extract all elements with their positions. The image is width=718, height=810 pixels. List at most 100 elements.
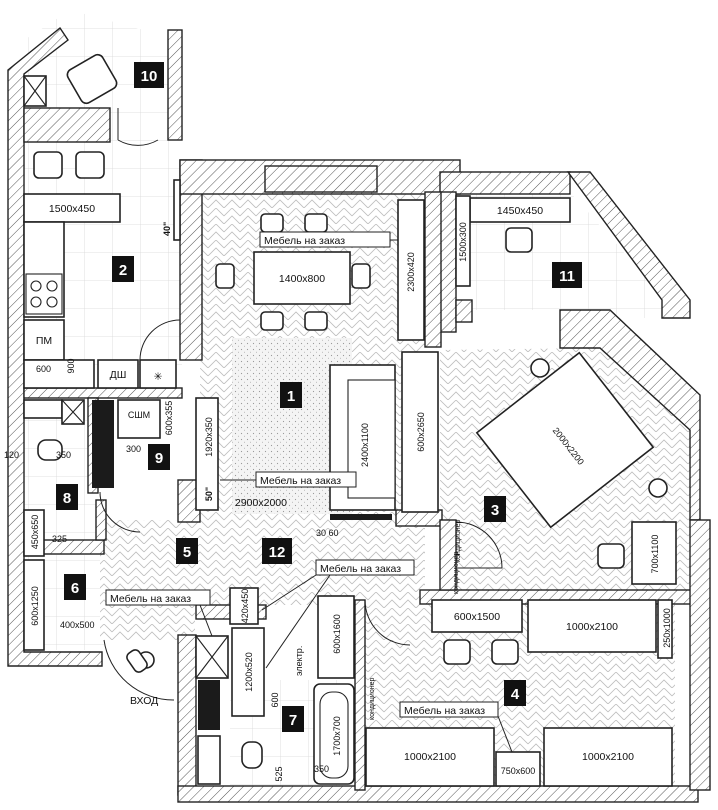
- room-number-11-box: [552, 262, 582, 288]
- callout-text-4: Мебель на заказ: [110, 593, 191, 605]
- nightstand-4-dim: 750x600: [501, 766, 536, 776]
- sink-8: [23, 399, 63, 419]
- sofa-dim: 2400x1100: [360, 423, 370, 467]
- living-room-1: 1400x800 2300x420 2400x1100 1920x350 50"…: [195, 199, 425, 538]
- room-number-9-box: [148, 444, 170, 470]
- dim-350-7: 350: [314, 764, 329, 774]
- balcony-10: 10: [23, 53, 164, 146]
- bench-3-dim: 700x1100: [650, 535, 660, 574]
- hall-bench-dim: 400x500: [60, 620, 95, 630]
- chair-4a: [443, 639, 471, 665]
- cabinet-11: [455, 195, 471, 287]
- bath-7: 1200x520 1700x700 600 525 350 7: [197, 627, 355, 785]
- floor-heater-icon: ✳: [154, 371, 163, 383]
- hall-5-6: 600x1250 6 400x500 5 ВХОД: [23, 538, 229, 707]
- lamp-2: [648, 478, 668, 498]
- dishwasher: [97, 359, 139, 389]
- kitchen-door: [139, 319, 181, 361]
- room-number-12: 12: [269, 544, 286, 561]
- room-number-6: 6: [71, 580, 79, 597]
- dim-525: 525: [274, 766, 284, 781]
- entry-door: [103, 639, 175, 701]
- room-number-6-box: [64, 574, 86, 600]
- kitchen-counter-dim: 1500x450: [49, 203, 95, 215]
- desk-4-dim: 600x1500: [454, 611, 500, 623]
- hall-cabinet-dim: 600x1250: [30, 586, 40, 626]
- room-number-4: 4: [511, 686, 520, 703]
- desk-4: [431, 599, 523, 633]
- wall-kitchen-top: [23, 107, 111, 143]
- ac-label-4: кондиционер: [369, 678, 376, 720]
- washer-9-dim: 600x355: [164, 401, 174, 436]
- room-number-12-box: [262, 538, 292, 564]
- shelf-4: [657, 599, 673, 659]
- bath-8-cabinet-dim: 450x650: [30, 515, 40, 550]
- corridor-12: 12 600x1600 420x450 электр. кондиционер: [229, 538, 460, 679]
- armchair: [66, 53, 118, 105]
- bed: [475, 351, 655, 529]
- wall-corridor-left: [177, 634, 197, 796]
- wall-bottom: [177, 785, 699, 803]
- wall-balcony-right: [167, 29, 183, 141]
- tv-size-label: 50": [204, 487, 214, 501]
- kitchen-chair-2: [75, 151, 105, 179]
- ac-label-3: кондиционер: [455, 520, 462, 562]
- wardrobe-12-dim: 600x1600: [332, 614, 342, 654]
- bath-8: 120 350 450x650 325 8: [4, 399, 85, 557]
- callout-text-3: Мебель на заказ: [320, 563, 401, 575]
- wardrobe-living: [397, 199, 425, 341]
- room-4: 600x1500 1000x2100 250x1000 1000x2100 10…: [364, 599, 673, 787]
- radiator-dim: 30 60: [316, 528, 339, 538]
- wall-hall-left-bottom: [95, 499, 107, 541]
- balcony-door: [117, 108, 159, 146]
- dining-table-dim: 1400x800: [279, 273, 325, 285]
- shelf-4-dim: 250x1000: [662, 608, 672, 648]
- boiler-7: [198, 680, 220, 730]
- shelf-12-dim: 420x450: [240, 589, 250, 624]
- washer-7-dim: 1200x520: [244, 652, 254, 692]
- room-11: 1450x450 1500x300 11: [455, 195, 582, 288]
- bedroom-door: [455, 521, 503, 569]
- hall-cabinet: [23, 559, 45, 651]
- dishwasher-label: ДШ: [110, 369, 127, 381]
- room-number-2: 2: [119, 262, 127, 279]
- callout-text-1: Мебель на заказ: [264, 235, 345, 247]
- kitchen-depth-dim: 900: [66, 358, 76, 373]
- ac-label-12: кондиционер: [453, 552, 460, 594]
- dim-325: 325: [52, 534, 67, 544]
- room-number-11: 11: [559, 268, 575, 285]
- bed-4b-dim: 1000x2100: [404, 751, 456, 763]
- shelf-12: [229, 587, 259, 625]
- kitchen-counter: [23, 193, 121, 223]
- cabinet-7: [197, 735, 221, 785]
- fridge: [23, 319, 65, 361]
- utility-9: СШМ 600x355 300 9: [92, 399, 174, 533]
- wall-11-bottom: [455, 299, 473, 323]
- toilet-7: [241, 741, 263, 769]
- wall-11-right: [566, 171, 691, 319]
- bed-4c: [543, 727, 673, 787]
- dim-350-8: 350: [56, 450, 71, 460]
- kitchen-tv: [173, 179, 181, 241]
- dim-300: 300: [126, 444, 141, 454]
- electric-label: электр.: [294, 646, 304, 676]
- callout-text-5: Мебель на заказ: [404, 705, 485, 717]
- nightstand-4: [495, 751, 541, 787]
- bed-4c-dim: 1000x2100: [582, 751, 634, 763]
- boiler-9: [92, 400, 114, 488]
- callout-box-5: [399, 701, 499, 718]
- washer-9-label: СШМ: [128, 410, 150, 420]
- wardrobe-living-dim: 2300x420: [406, 252, 416, 292]
- washer-9: [117, 399, 161, 439]
- bathtub-dim: 1700x700: [332, 716, 342, 756]
- floor-heater: [139, 359, 177, 389]
- dining-chairs: [215, 213, 371, 331]
- wall-bath7-right: [354, 599, 366, 791]
- wall-right: [689, 519, 711, 791]
- utility-door: [99, 491, 141, 533]
- dim-120: 120: [4, 450, 19, 460]
- sofa-seat: [347, 379, 396, 499]
- chair-4b: [491, 639, 519, 665]
- desk-11-dim: 1450x450: [497, 205, 543, 217]
